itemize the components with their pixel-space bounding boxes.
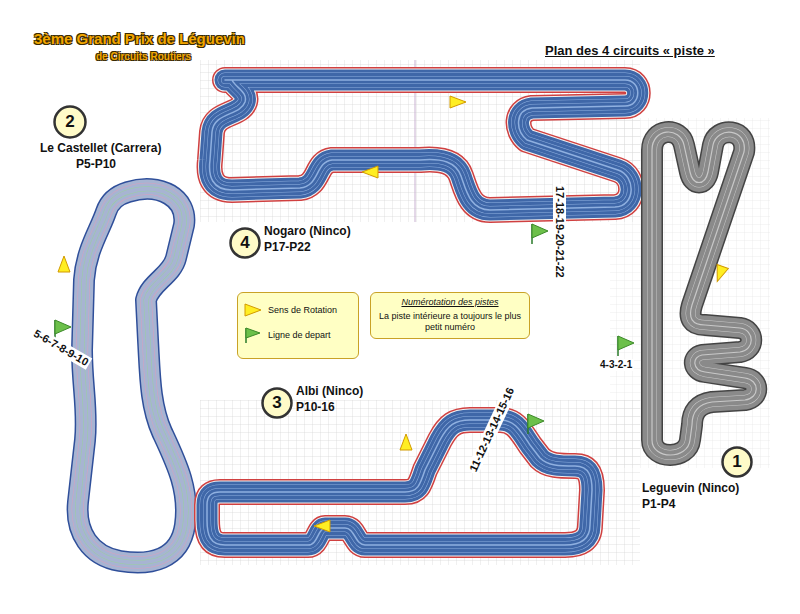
track-number-circle: 4 (229, 227, 261, 259)
lane-numbers: 4-3-2-1 (598, 359, 634, 371)
note-box: Numérotation des pistes La piste intérieu… (370, 292, 530, 339)
callout-number: 3 (272, 393, 281, 413)
legend-row: Sens de Rotation (244, 302, 352, 318)
poster-subtitle: de Circuits Routiers (96, 51, 191, 63)
note-body: La piste intérieure a toujours le plus p… (377, 311, 523, 333)
start-flag-sample (244, 327, 262, 343)
legend-box: Sens de RotationLigne de depart (237, 292, 359, 359)
legend-text: Sens de Rotation (268, 305, 337, 315)
lane-range: P10-16 (296, 400, 335, 414)
lane-range: P1-P4 (642, 497, 675, 511)
circuit-name: Albi (Ninco) (296, 384, 363, 398)
direction-arrow-sample (244, 302, 262, 318)
circuit-name: Leguevin (Ninco) (642, 481, 739, 495)
callout-number: 1 (732, 452, 741, 472)
note-heading: Numérotation des pistes (377, 297, 523, 308)
track-number-circle: 2 (53, 105, 87, 139)
callout-number: 2 (65, 112, 74, 132)
circuit-name: Nogaro (Ninco) (264, 224, 351, 238)
poster-title: 3ème Grand Prix de Léguevin (34, 30, 245, 47)
callout-number: 4 (240, 233, 249, 253)
lane-numbers: 17-18-19-20-21-22 (553, 184, 566, 280)
track-number-circle: 3 (261, 387, 293, 419)
lane-range: P17-P22 (264, 240, 311, 254)
lane-range: P5-P10 (76, 157, 116, 171)
circuit-name: Le Castellet (Carrera) (40, 141, 161, 155)
page-heading: Plan des 4 circuits « piste » (545, 43, 715, 58)
legend-text: Ligne de depart (268, 330, 331, 340)
legend-row: Ligne de depart (244, 327, 352, 343)
track-number-circle: 1 (721, 446, 753, 478)
